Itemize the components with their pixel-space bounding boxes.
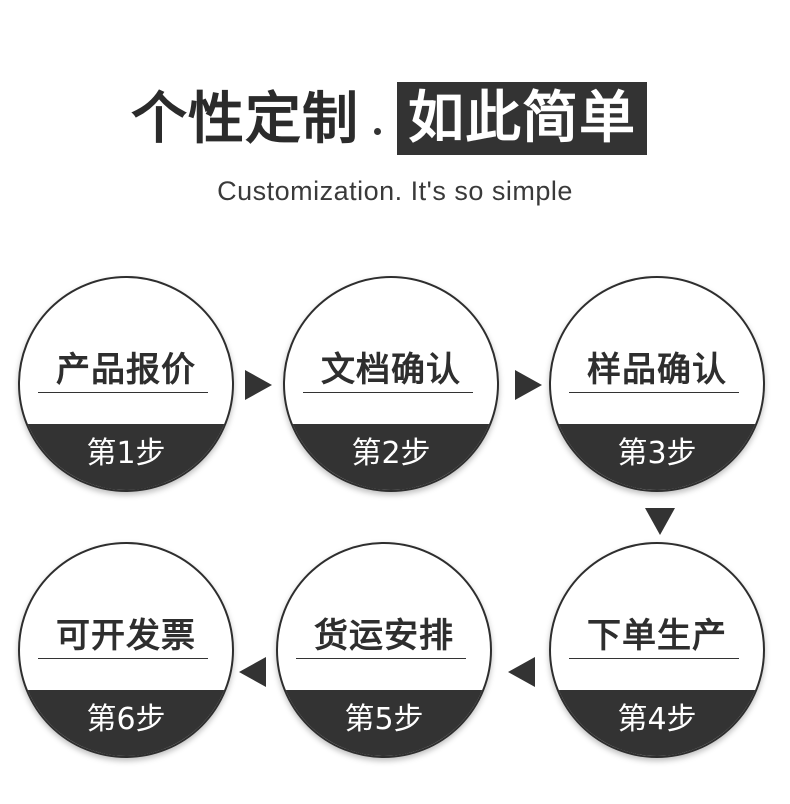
title-left-text: 个性定制 (131, 87, 359, 152)
step-circle-6: 可开发票 第6步 (18, 542, 234, 758)
step-number: 第2步 (351, 436, 431, 471)
arrow-right-icon (515, 370, 542, 400)
arrow-right-icon (245, 370, 272, 400)
subtitle: Customization. It's so simple (217, 176, 573, 206)
step-circle-4: 下单生产 第4步 (549, 542, 765, 758)
step-band: 第5步 (278, 690, 490, 756)
page-title: 个性定制 如此简单 (0, 82, 790, 156)
step-number: 第4步 (617, 702, 697, 737)
step-title: 产品报价 (56, 350, 196, 390)
step-number: 第3步 (617, 436, 697, 471)
step-circle-2: 文档确认 第2步 (283, 276, 499, 492)
title-separator-dot (374, 128, 381, 135)
step-band: 第4步 (551, 690, 763, 756)
step-band: 第6步 (20, 690, 232, 756)
step-title: 下单生产 (587, 616, 727, 656)
arrow-left-icon (239, 657, 266, 687)
step-number: 第5步 (344, 702, 424, 737)
step-underline (296, 658, 466, 659)
title-highlight-box: 如此简单 (397, 82, 647, 155)
step-underline (303, 392, 473, 393)
step-title: 可开发票 (56, 616, 196, 656)
step-band: 第1步 (20, 424, 232, 490)
step-band: 第3步 (551, 424, 763, 490)
step-title: 货运安排 (314, 616, 454, 656)
step-underline (569, 392, 739, 393)
arrow-down-icon (645, 508, 675, 535)
step-circle-5: 货运安排 第5步 (276, 542, 492, 758)
step-underline (569, 658, 739, 659)
step-title: 文档确认 (321, 350, 461, 390)
step-circle-3: 样品确认 第3步 (549, 276, 765, 492)
step-number: 第1步 (86, 436, 166, 471)
arrow-left-icon (508, 657, 535, 687)
title-right-text: 如此简单 (408, 86, 636, 151)
step-underline (38, 658, 208, 659)
step-title: 样品确认 (587, 350, 727, 390)
step-number: 第6步 (86, 702, 166, 737)
step-circle-1: 产品报价 第1步 (18, 276, 234, 492)
step-underline (38, 392, 208, 393)
step-band: 第2步 (285, 424, 497, 490)
